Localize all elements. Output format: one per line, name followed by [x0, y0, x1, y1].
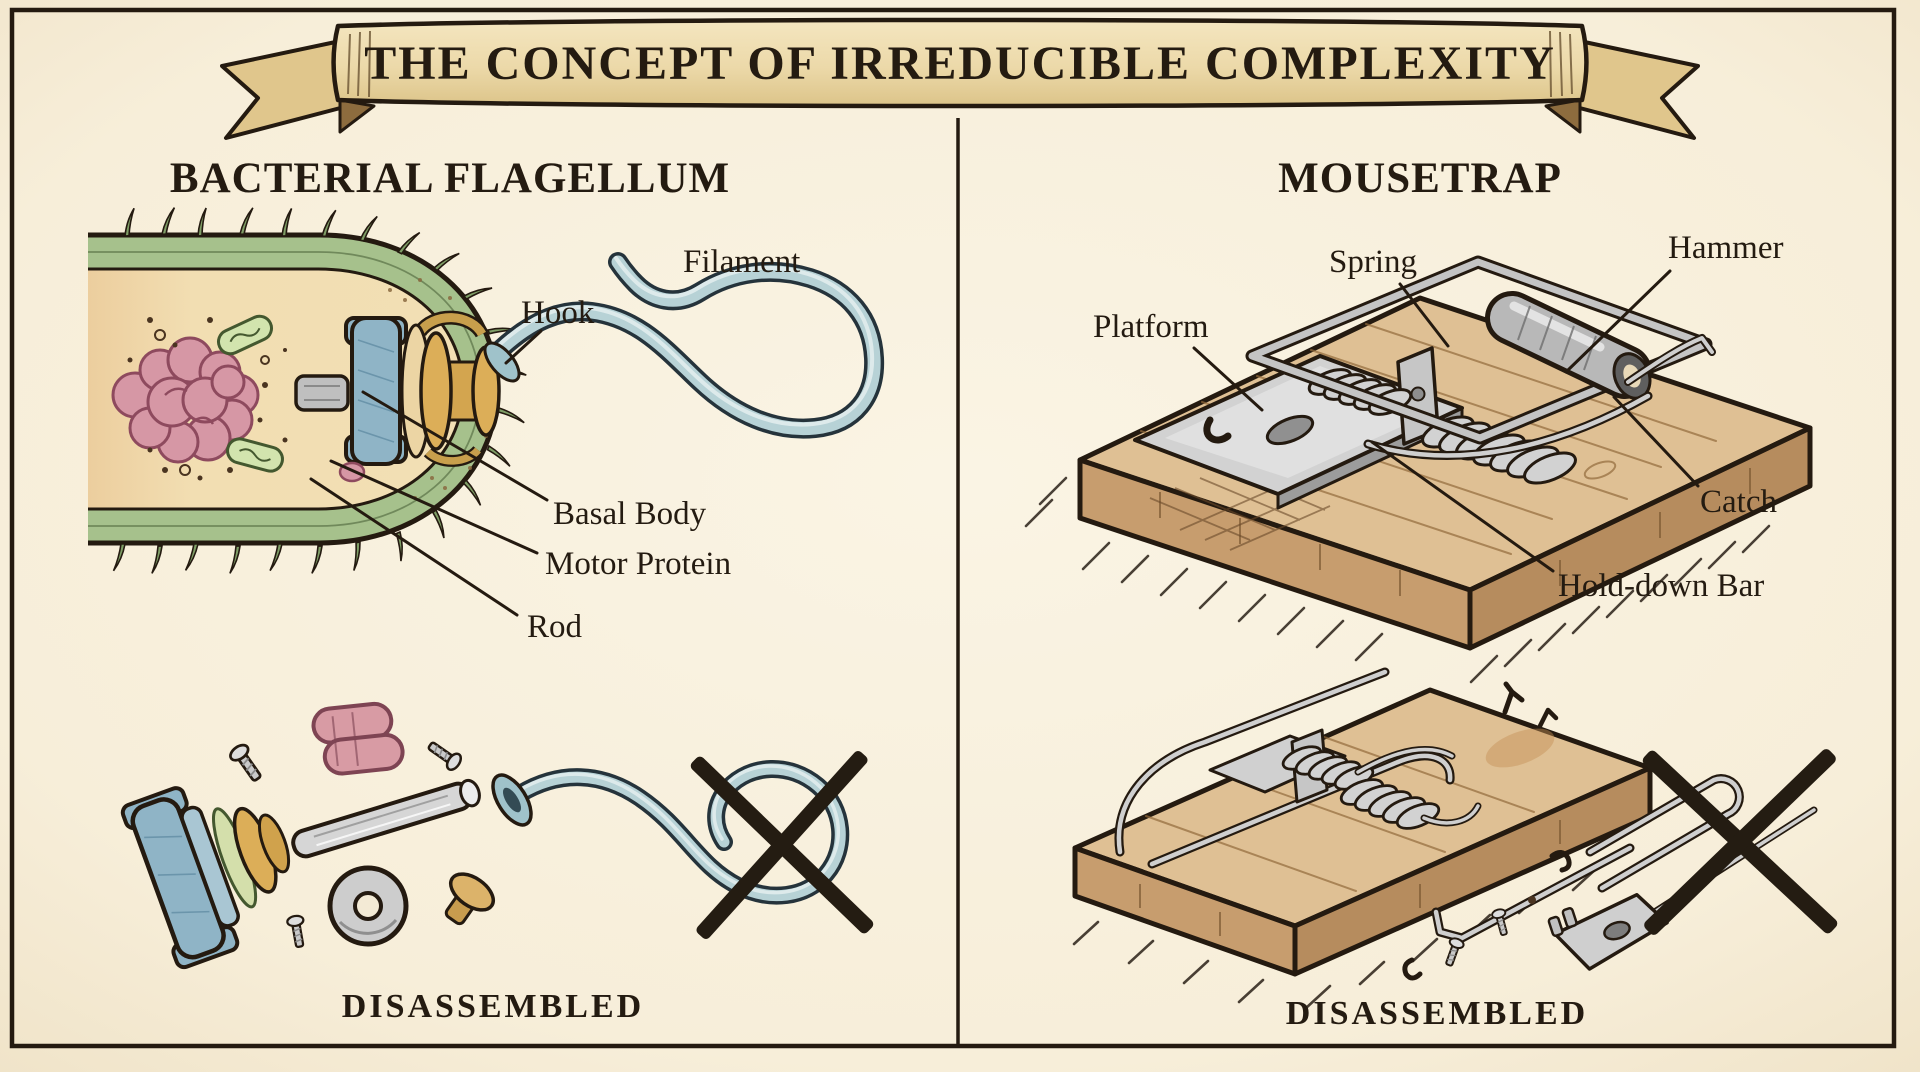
bent-staple — [1402, 957, 1423, 981]
basal-body-label: Basal Body — [553, 496, 707, 532]
hammer-label: Hammer — [1668, 230, 1783, 266]
disassembled-mousetrap — [1072, 672, 1840, 1010]
bacterium-illustration — [88, 206, 874, 617]
banner-fold-shading — [347, 30, 1573, 98]
coil-wire-ends — [1354, 745, 1482, 827]
small-bit — [1528, 896, 1536, 904]
banner-right-fold — [1544, 98, 1582, 134]
rod-label: Rod — [527, 609, 583, 645]
hook-label: Hook — [521, 295, 595, 331]
banner-left-fold — [338, 98, 376, 134]
loose-wires-on-board — [1119, 672, 1559, 864]
cell-wall — [88, 235, 497, 543]
ground-shading — [1024, 476, 1771, 684]
drive-shaft-part — [291, 778, 481, 859]
nucleoid — [111, 336, 260, 464]
banner-ribbon: THE CONCEPT OF IRREDUCIBLE COMPLEXITY — [220, 17, 1700, 140]
platform-label: Platform — [1093, 309, 1209, 345]
flange-ring-assembly — [120, 786, 291, 970]
left-heading: BACTERIAL FLAGELLUM — [170, 155, 730, 202]
hammer-sleeve — [1485, 291, 1652, 400]
spring-label: Spring — [1329, 244, 1417, 280]
hook-and-filament — [483, 258, 874, 429]
organelles — [216, 314, 284, 473]
filament-piece — [491, 766, 840, 896]
loose-catch-plate — [1547, 892, 1669, 971]
hold-down-bar-label: Hold-down Bar — [1558, 568, 1764, 604]
motor-c-ring — [350, 316, 402, 466]
left-leader-lines — [309, 329, 549, 617]
mousetrap-illustration — [1024, 262, 1813, 684]
cytoplasm-granules — [127, 317, 288, 481]
hook-collar — [483, 341, 521, 383]
motor-gold-disc — [419, 331, 453, 451]
filament-label: Filament — [683, 244, 800, 280]
frame-border — [9, 7, 1897, 1049]
right-heading: MOUSETRAP — [1278, 155, 1562, 202]
banner-scroll — [331, 17, 1589, 109]
banner-title: THE CONCEPT OF IRREDUCIBLE COMPLEXITY — [364, 37, 1555, 90]
left-caption: DISASSEMBLED — [342, 988, 644, 1025]
catch-label: Catch — [1700, 484, 1777, 520]
motor-protein-label: Motor Protein — [545, 546, 731, 582]
pink-part — [311, 701, 405, 776]
bent-staple — [1549, 850, 1572, 873]
wire-curl — [1203, 416, 1232, 444]
plug-part — [444, 872, 495, 926]
right-leader-lines — [1192, 269, 1700, 573]
right-caption: DISASSEMBLED — [1286, 995, 1588, 1032]
washer-part — [327, 865, 409, 947]
motor-stub — [294, 374, 350, 412]
loose-spring-coils — [1281, 745, 1441, 830]
disassembled-flagellum — [120, 701, 876, 970]
